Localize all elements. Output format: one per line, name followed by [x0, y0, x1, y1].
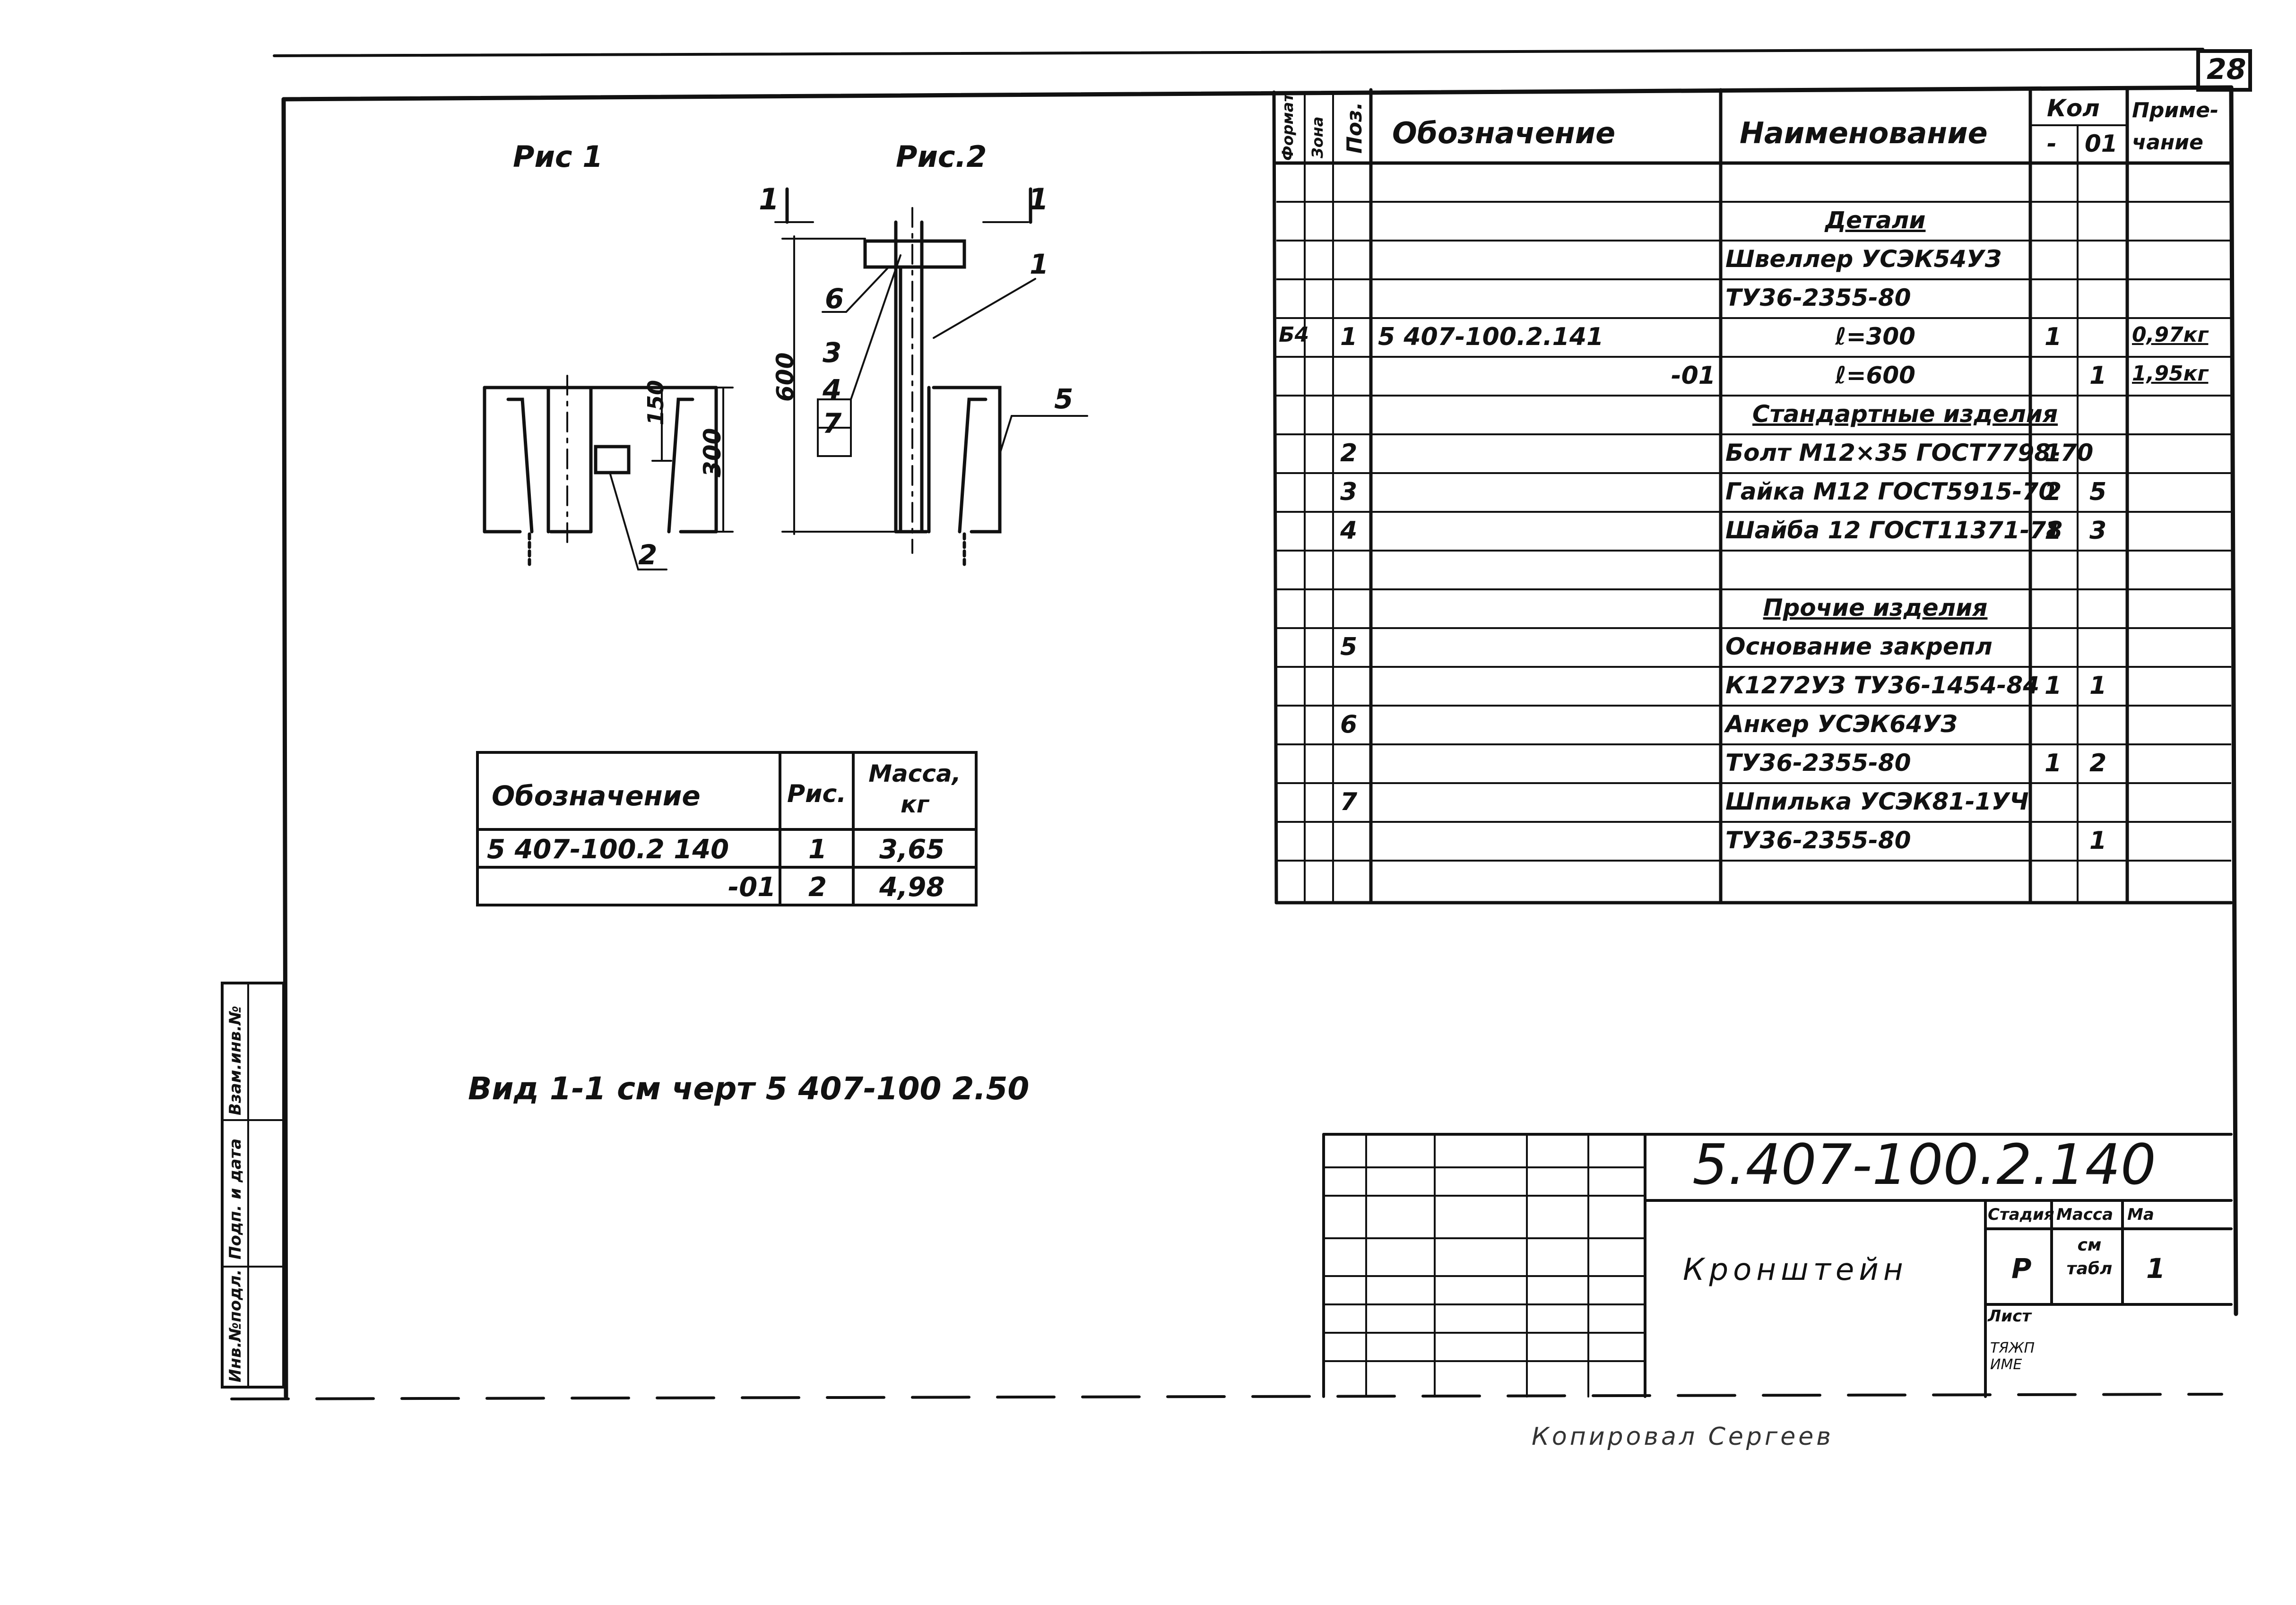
mass-table-row2-mass: 4,98 — [879, 872, 945, 903]
spec-cell-des: -01 — [1671, 362, 1716, 390]
spec-cell-name: ℓ=600 — [1835, 362, 1915, 389]
spec-header-name: Наименование — [1740, 116, 1988, 150]
spec-header-designation: Обозначение — [1392, 116, 1616, 150]
callout-6: 6 — [825, 283, 844, 315]
margin-label-signature: Подп. и дата — [226, 1138, 245, 1260]
spec-cell-q2: 5 — [2089, 478, 2107, 506]
spec-cell-pos: 6 — [1340, 710, 1358, 739]
spec-cell-pos: 5 — [1340, 633, 1358, 661]
spec-cell-q1: 1 — [2045, 439, 2062, 467]
mass-table-header-designation: Обозначение — [492, 780, 701, 812]
mass-table-header-mass: Масса, кг — [868, 760, 961, 818]
mass-table-row1-figure: 1 — [808, 834, 827, 865]
spec-cell-name: Стандартные изделия — [1752, 400, 2058, 428]
mass-table-header-figure: Рис. — [787, 780, 847, 808]
document-number: 5.407-100.2.140 — [1692, 1132, 2156, 1197]
spec-cell-name: Прочие изделия — [1763, 594, 1988, 621]
callout-3: 3 — [823, 337, 842, 369]
stage-value: Р — [2011, 1252, 2032, 1285]
spec-cell-name: Анкер УСЭК64УЗ — [1725, 710, 1958, 738]
spec-cell-name: Шпилька УСЭК81-1УЧ — [1725, 788, 2029, 815]
drawing-title: Кронштейн — [1683, 1252, 1908, 1287]
spec-cell-q2: 1 — [2089, 672, 2107, 700]
mass-value: см табл — [2066, 1235, 2113, 1279]
mass-table-row1-designation: 5 407-100.2 140 — [487, 834, 729, 865]
dimension-150: 150 — [643, 380, 668, 425]
callout-5: 5 — [1054, 383, 1074, 415]
spec-cell-note: 1,95кг — [2132, 362, 2209, 386]
spec-header-qty: Кол — [2047, 95, 2100, 122]
spec-cell-pos: 3 — [1340, 478, 1358, 506]
callout-1: 1 — [1030, 248, 1049, 280]
mass-table-row1-mass: 3,65 — [879, 834, 945, 865]
spec-cell-q2: 2 — [2089, 749, 2107, 777]
callout-2: 2 — [638, 539, 658, 571]
section-mark-right: 1 — [1028, 182, 1049, 216]
margin-label-replacement: Взам.инв.№ — [226, 1006, 245, 1115]
spec-cell-name: Детали — [1825, 207, 1926, 234]
spec-cell-name: Болт М12×35 ГОСТ7798-70 — [1725, 439, 2094, 466]
spec-cell-name: Швеллер УСЭК54УЗ — [1725, 245, 2002, 273]
section-mark-left: 1 — [759, 182, 780, 216]
spec-cell-fmt: Б4 — [1279, 323, 1309, 347]
spec-cell-q1: 1 — [2045, 672, 2062, 700]
spec-cell-name: К1272УЗ ТУ36-1454-84 — [1725, 672, 2039, 699]
figure-1-label: Рис 1 — [513, 139, 603, 174]
spec-cell-name: ТУ36-2355-80 — [1725, 827, 1911, 854]
stage-label: Стадия — [1988, 1205, 2054, 1224]
mass-label: Масса — [2056, 1205, 2114, 1224]
spec-cell-pos: 4 — [1340, 517, 1358, 545]
spec-cell-note: 0,97кг — [2132, 323, 2209, 347]
spec-header-qty-dash: - — [2047, 130, 2057, 157]
spec-cell-name: Гайка М12 ГОСТ5915-70 — [1725, 478, 2055, 505]
view-note: Вид 1-1 см черт 5 407-100 2.50 — [468, 1070, 1030, 1107]
spec-cell-q2: 1 — [2089, 827, 2107, 855]
dimension-600: 600 — [771, 352, 799, 402]
spec-cell-q1: 1 — [2045, 749, 2062, 777]
mass-table-row2-designation: -01 — [728, 872, 776, 903]
spec-cell-name: Шайба 12 ГОСТ11371-78 — [1725, 517, 2063, 544]
spec-cell-pos: 1 — [1340, 323, 1358, 351]
spec-cell-name: Основание закрепл — [1725, 633, 1993, 660]
organization: ТЯЖП ИМЕ — [1990, 1340, 2035, 1373]
spec-cell-name: ℓ=300 — [1835, 323, 1915, 350]
scale-label: Ма — [2127, 1205, 2154, 1224]
footer-copied-by: Копировал Сергеев — [1532, 1423, 1834, 1451]
scale-value: 1 — [2146, 1252, 2166, 1285]
sheet-label: Лист — [1988, 1307, 2031, 1326]
spec-cell-q1: 2 — [2045, 478, 2062, 506]
spec-cell-des: 5 407-100.2.141 — [1378, 323, 1604, 351]
spec-cell-name: ТУ36-2355-80 — [1725, 749, 1911, 777]
margin-label-inventory: Инв.№подл. — [226, 1269, 245, 1382]
spec-header-zone: Зона — [1308, 116, 1326, 158]
dimension-300: 300 — [699, 428, 726, 477]
spec-cell-q2: 1 — [2089, 362, 2107, 390]
callout-7: 7 — [823, 407, 842, 440]
spec-header-format: Формат — [1279, 93, 1297, 161]
callout-4: 4 — [823, 373, 842, 406]
spec-cell-pos: 2 — [1340, 439, 1358, 467]
mass-table-row2-figure: 2 — [808, 872, 827, 903]
spec-header-pos: Поз. — [1343, 102, 1367, 154]
spec-cell-name: ТУ36-2355-80 — [1725, 284, 1911, 311]
spec-header-qty-01: 01 — [2085, 130, 2118, 157]
spec-cell-q1: 1 — [2045, 323, 2062, 351]
spec-cell-q1: 1 — [2045, 517, 2062, 545]
figure-2-label: Рис.2 — [896, 139, 987, 174]
spec-header-note: Приме-чание — [2132, 98, 2219, 155]
spec-cell-pos: 7 — [1340, 788, 1358, 816]
spec-cell-q2: 3 — [2089, 517, 2107, 545]
sheet-number: 28 — [2207, 53, 2246, 86]
